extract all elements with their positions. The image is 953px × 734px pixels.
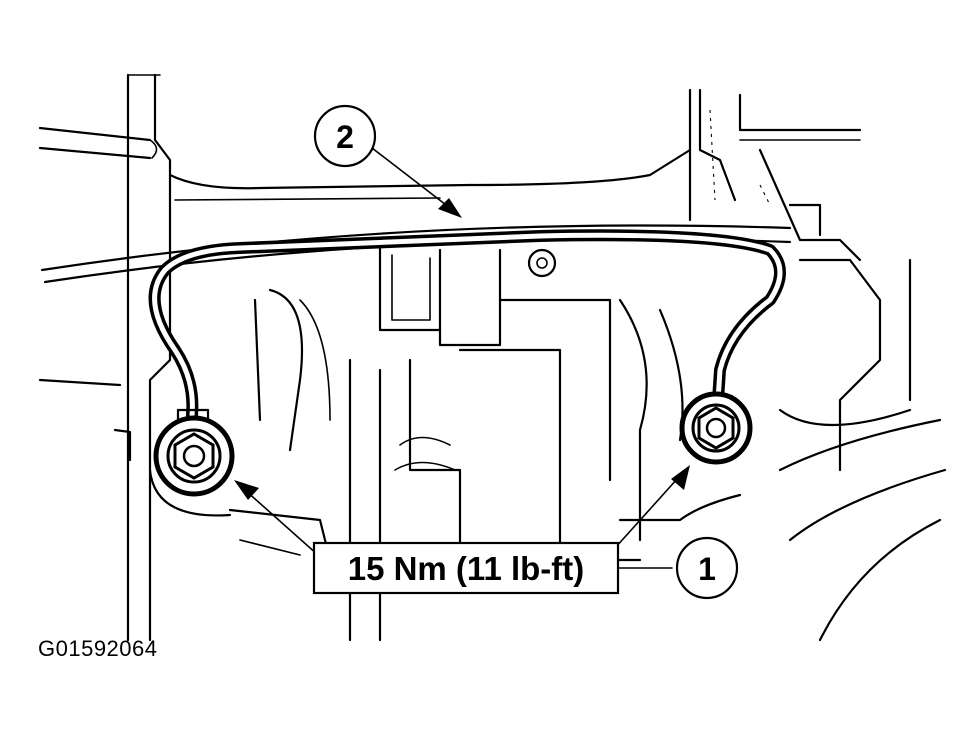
- callout-harness-number: 2: [336, 119, 354, 155]
- wiring-harness: [148, 229, 786, 421]
- knock-sensor-left: [153, 408, 235, 497]
- knock-sensor-right: [679, 391, 753, 465]
- torque-spec-box: 15 Nm (11 lb-ft): [312, 541, 620, 595]
- figure-id: G01592064: [38, 636, 158, 661]
- arrow-head-right-sensor: [671, 465, 690, 490]
- arrow-head-left-sensor: [234, 480, 259, 500]
- leader-arrows: [234, 147, 690, 569]
- callout-harness: 2: [313, 104, 377, 168]
- arrow-head-harness: [438, 198, 462, 218]
- torque-spec-label: 15 Nm (11 lb-ft): [348, 550, 585, 587]
- callout-sensor-number: 1: [698, 551, 716, 587]
- callout-sensor: 1: [675, 536, 739, 600]
- engine-structure: [38, 73, 947, 642]
